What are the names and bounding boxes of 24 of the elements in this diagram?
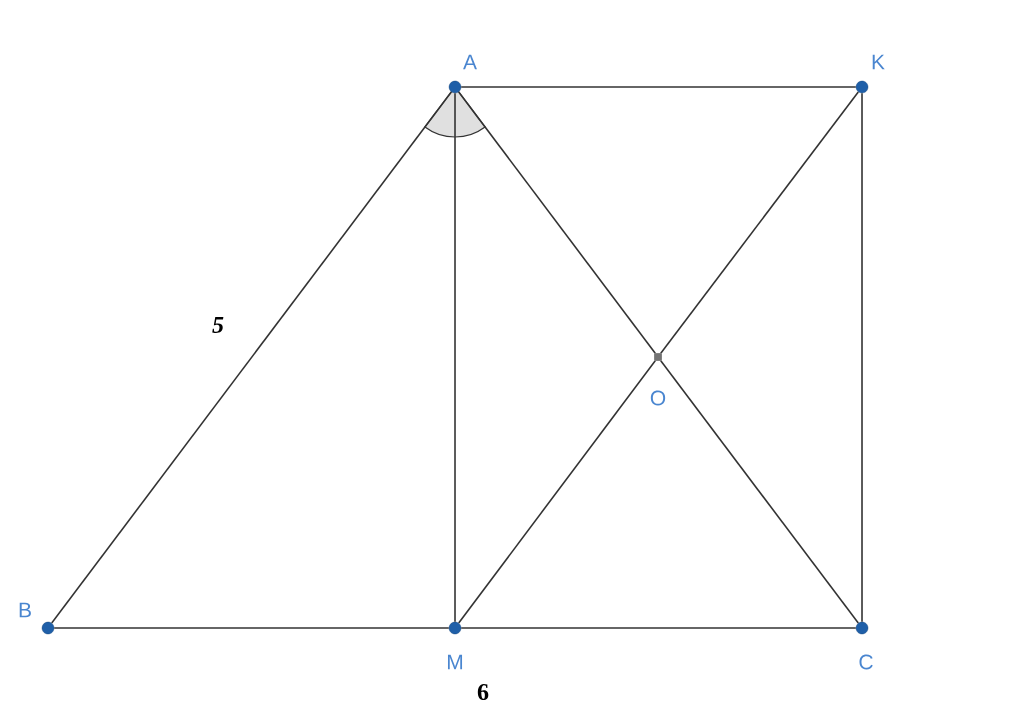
line-segment <box>660 91 860 355</box>
line-segment <box>861 92 863 623</box>
point-label: A <box>463 54 477 70</box>
line-segment <box>457 359 657 624</box>
line-segment <box>454 92 456 623</box>
point <box>654 353 662 361</box>
length-label: 6 <box>477 683 489 701</box>
line-segment <box>660 359 860 624</box>
line-segment <box>53 627 450 629</box>
line-segment <box>460 86 857 88</box>
length-label: 5 <box>212 317 224 333</box>
point-label: M <box>448 654 463 670</box>
line-segment <box>460 627 857 629</box>
point <box>855 621 869 635</box>
point <box>448 621 462 635</box>
point-label: B <box>19 602 31 618</box>
line-segment <box>457 91 657 355</box>
point <box>41 621 55 635</box>
point <box>448 80 462 94</box>
point <box>855 80 869 94</box>
point-label: O <box>650 390 666 406</box>
point-label: K <box>872 54 885 70</box>
point-label: C <box>859 654 873 670</box>
line-segment <box>50 91 453 624</box>
